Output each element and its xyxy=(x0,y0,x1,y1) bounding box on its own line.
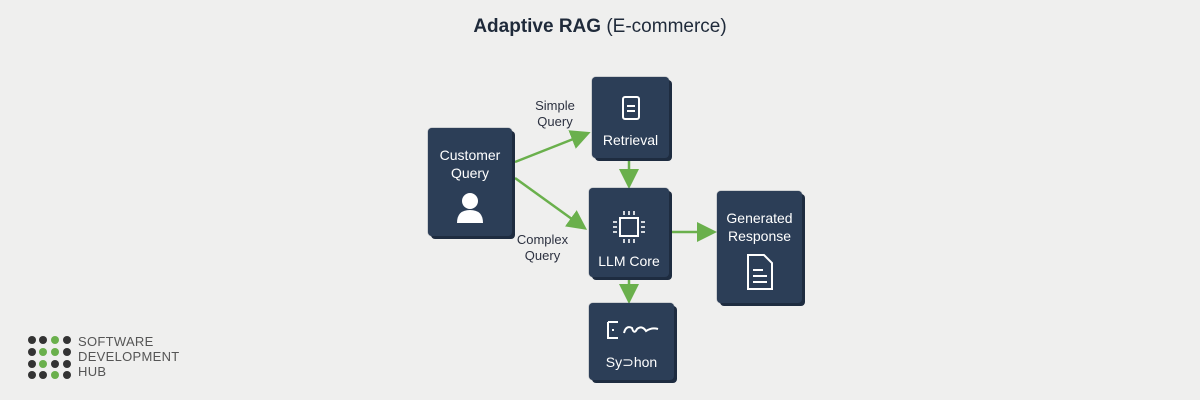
document-icon xyxy=(621,96,640,120)
node-retrieval: Retrieval xyxy=(592,77,669,158)
arrow-complex xyxy=(514,176,588,230)
software-development-hub-logo xyxy=(28,336,71,379)
user-icon xyxy=(457,193,483,223)
glitched-symbol-icon xyxy=(606,321,658,339)
chip-icon xyxy=(613,211,645,243)
arrow-simple xyxy=(514,130,591,164)
node-sython: Sy⊃hon xyxy=(589,303,674,380)
node-llm-core: LLM Core xyxy=(589,188,669,277)
diagram-title: Adaptive RAG (E-commerce) xyxy=(473,16,727,37)
file-icon xyxy=(746,254,773,290)
